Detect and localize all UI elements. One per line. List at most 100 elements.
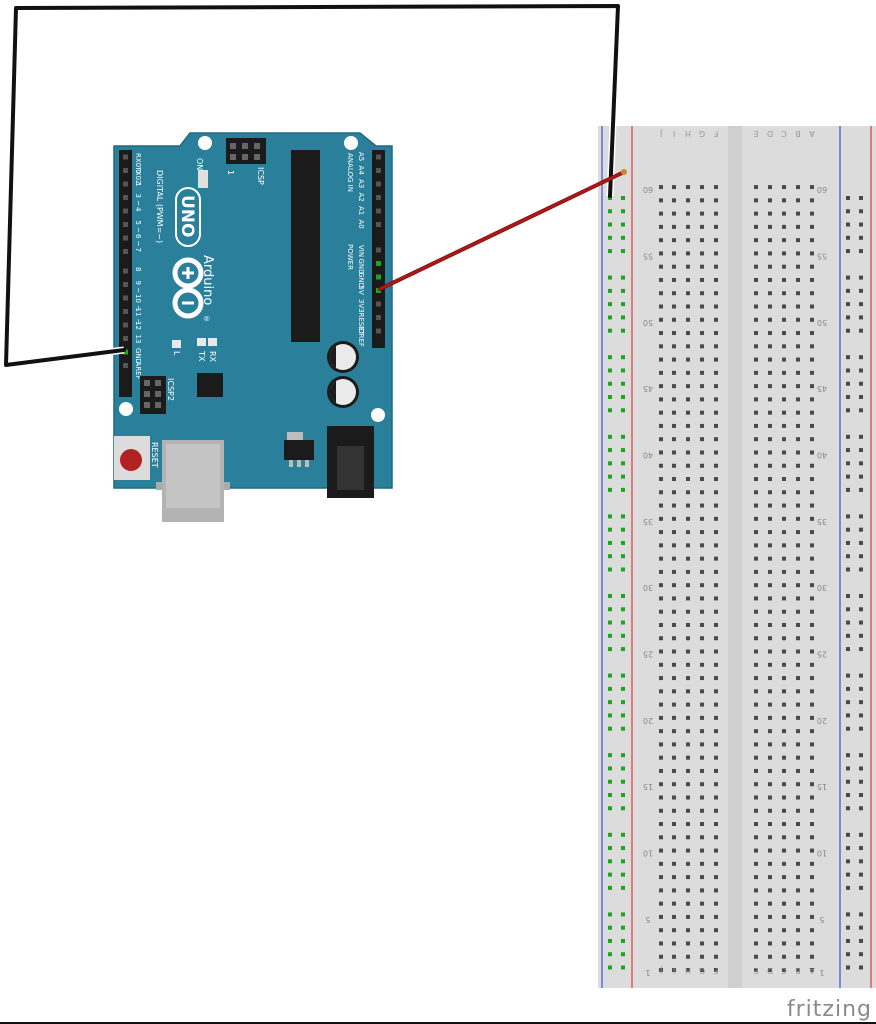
breadboard-hole[interactable] bbox=[782, 397, 786, 402]
breadboard-hole[interactable] bbox=[700, 370, 704, 375]
rail-hole[interactable] bbox=[608, 209, 612, 214]
breadboard-hole[interactable] bbox=[700, 397, 704, 402]
rail-hole[interactable] bbox=[621, 381, 625, 386]
breadboard-hole[interactable] bbox=[782, 835, 786, 840]
breadboard-hole[interactable] bbox=[782, 941, 786, 946]
breadboard-hole[interactable] bbox=[782, 530, 786, 535]
breadboard-hole[interactable] bbox=[768, 914, 772, 919]
breadboard-hole[interactable] bbox=[700, 357, 704, 362]
breadboard-hole[interactable] bbox=[686, 277, 690, 282]
rail-hole[interactable] bbox=[846, 700, 850, 705]
breadboard-hole[interactable] bbox=[810, 848, 814, 853]
breadboard-hole[interactable] bbox=[672, 702, 676, 707]
breadboard-hole[interactable] bbox=[810, 768, 814, 773]
breadboard-hole[interactable] bbox=[714, 384, 718, 389]
breadboard-hole[interactable] bbox=[754, 384, 758, 389]
power-pin[interactable] bbox=[376, 315, 381, 320]
breadboard-hole[interactable] bbox=[686, 768, 690, 773]
breadboard-hole[interactable] bbox=[754, 317, 758, 322]
breadboard-hole[interactable] bbox=[700, 676, 704, 681]
breadboard-hole[interactable] bbox=[768, 835, 772, 840]
icsp-pin[interactable] bbox=[230, 143, 236, 149]
breadboard-hole[interactable] bbox=[782, 450, 786, 455]
breadboard-hole[interactable] bbox=[782, 211, 786, 216]
breadboard-hole[interactable] bbox=[714, 729, 718, 734]
breadboard-hole[interactable] bbox=[754, 569, 758, 574]
breadboard-hole[interactable] bbox=[700, 729, 704, 734]
rail-hole[interactable] bbox=[846, 474, 850, 479]
breadboard-hole[interactable] bbox=[714, 277, 718, 282]
breadboard-hole[interactable] bbox=[768, 662, 772, 667]
breadboard-hole[interactable] bbox=[700, 755, 704, 760]
breadboard-hole[interactable] bbox=[686, 649, 690, 654]
breadboard-hole[interactable] bbox=[672, 768, 676, 773]
breadboard-hole[interactable] bbox=[686, 251, 690, 256]
breadboard-hole[interactable] bbox=[700, 808, 704, 813]
rail-hole[interactable] bbox=[846, 713, 850, 718]
digital-pin[interactable] bbox=[123, 322, 128, 328]
breadboard-hole[interactable] bbox=[810, 556, 814, 561]
breadboard-hole[interactable] bbox=[700, 410, 704, 415]
breadboard-hole[interactable] bbox=[714, 569, 718, 574]
breadboard-hole[interactable] bbox=[754, 742, 758, 747]
rail-hole[interactable] bbox=[621, 952, 625, 957]
breadboard-hole[interactable] bbox=[796, 768, 800, 773]
breadboard-hole[interactable] bbox=[686, 901, 690, 906]
breadboard-hole[interactable] bbox=[768, 198, 772, 203]
breadboard-hole[interactable] bbox=[686, 304, 690, 309]
rail-hole[interactable] bbox=[846, 540, 850, 545]
icsp-pin[interactable] bbox=[242, 143, 248, 149]
breadboard-hole[interactable] bbox=[659, 662, 663, 667]
breadboard-hole[interactable] bbox=[796, 968, 800, 972]
breadboard-hole[interactable] bbox=[796, 211, 800, 216]
breadboard-hole[interactable] bbox=[659, 622, 663, 627]
breadboard-hole[interactable] bbox=[659, 185, 663, 190]
breadboard-hole[interactable] bbox=[782, 861, 786, 866]
rail-hole[interactable] bbox=[859, 952, 863, 957]
breadboard-hole[interactable] bbox=[796, 463, 800, 468]
rail-hole[interactable] bbox=[846, 938, 850, 943]
breadboard-hole[interactable] bbox=[768, 317, 772, 322]
wire-red-5v[interactable] bbox=[378, 170, 626, 291]
breadboard-hole[interactable] bbox=[810, 622, 814, 627]
breadboard-hole[interactable] bbox=[672, 875, 676, 880]
breadboard-hole[interactable] bbox=[700, 530, 704, 535]
breadboard-hole[interactable] bbox=[782, 569, 786, 574]
breadboard-hole[interactable] bbox=[768, 622, 772, 627]
breadboard-hole[interactable] bbox=[714, 782, 718, 787]
rail-hole[interactable] bbox=[859, 779, 863, 784]
rail-hole[interactable] bbox=[846, 832, 850, 837]
breadboard-hole[interactable] bbox=[810, 357, 814, 362]
rail-hole[interactable] bbox=[846, 806, 850, 811]
breadboard-hole[interactable] bbox=[714, 795, 718, 800]
breadboard-hole[interactable] bbox=[810, 901, 814, 906]
breadboard-hole[interactable] bbox=[700, 423, 704, 428]
digital-pin[interactable] bbox=[123, 195, 128, 200]
breadboard-hole[interactable] bbox=[700, 888, 704, 893]
breadboard-hole[interactable] bbox=[686, 689, 690, 694]
rail-hole[interactable] bbox=[621, 673, 625, 678]
breadboard-hole[interactable] bbox=[810, 755, 814, 760]
rail-hole[interactable] bbox=[846, 846, 850, 851]
breadboard-hole[interactable] bbox=[768, 516, 772, 521]
breadboard-hole[interactable] bbox=[754, 715, 758, 720]
breadboard-hole[interactable] bbox=[686, 968, 690, 972]
rail-hole[interactable] bbox=[859, 355, 863, 360]
breadboard-hole[interactable] bbox=[714, 503, 718, 508]
breadboard-hole[interactable] bbox=[810, 662, 814, 667]
rail-hole[interactable] bbox=[846, 196, 850, 200]
breadboard-hole[interactable] bbox=[768, 450, 772, 455]
breadboard-hole[interactable] bbox=[768, 768, 772, 773]
breadboard-hole[interactable] bbox=[768, 822, 772, 827]
breadboard-hole[interactable] bbox=[782, 277, 786, 282]
breadboard-hole[interactable] bbox=[810, 782, 814, 787]
rail-hole[interactable] bbox=[846, 249, 850, 254]
breadboard-hole[interactable] bbox=[782, 344, 786, 349]
breadboard-hole[interactable] bbox=[686, 198, 690, 203]
breadboard-hole[interactable] bbox=[796, 729, 800, 734]
rail-hole[interactable] bbox=[621, 567, 625, 572]
rail-hole[interactable] bbox=[608, 275, 612, 280]
rail-hole[interactable] bbox=[846, 673, 850, 678]
breadboard-hole[interactable] bbox=[714, 941, 718, 946]
breadboard-hole[interactable] bbox=[754, 662, 758, 667]
